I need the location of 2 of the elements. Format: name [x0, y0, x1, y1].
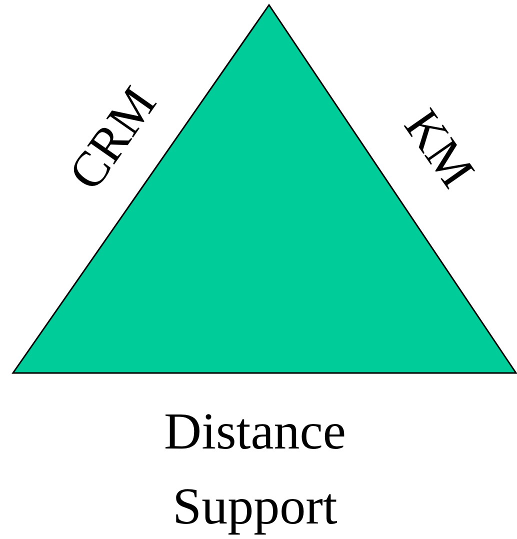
side-label: KM	[396, 100, 484, 196]
side-label: Distance Support	[163, 402, 347, 538]
